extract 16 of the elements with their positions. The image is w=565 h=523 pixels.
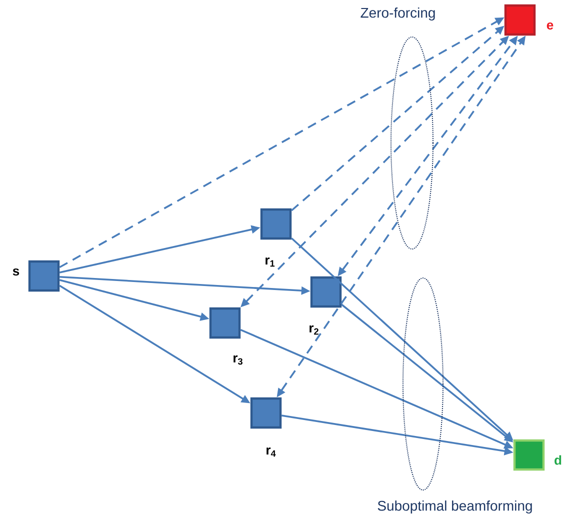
node-square: [250, 397, 282, 429]
node-label: d: [554, 455, 562, 465]
node-square: [504, 4, 536, 36]
node-square: [513, 439, 545, 471]
node-label: r$_{1}$: [266, 257, 275, 267]
caption-text: Zero-forcing: [360, 7, 435, 21]
node-label: e: [546, 22, 554, 30]
node-square: [28, 260, 60, 292]
node-label: r$_{3}$: [234, 355, 242, 365]
node-square: [260, 208, 292, 240]
node-square: [209, 307, 241, 339]
node-square: [310, 276, 342, 308]
node-label: s: [12, 268, 20, 276]
node-label: r$_{4}$: [266, 447, 276, 457]
caption-text: Suboptimal beamforming: [378, 500, 532, 514]
node-label: r$_{2}$: [310, 325, 318, 335]
